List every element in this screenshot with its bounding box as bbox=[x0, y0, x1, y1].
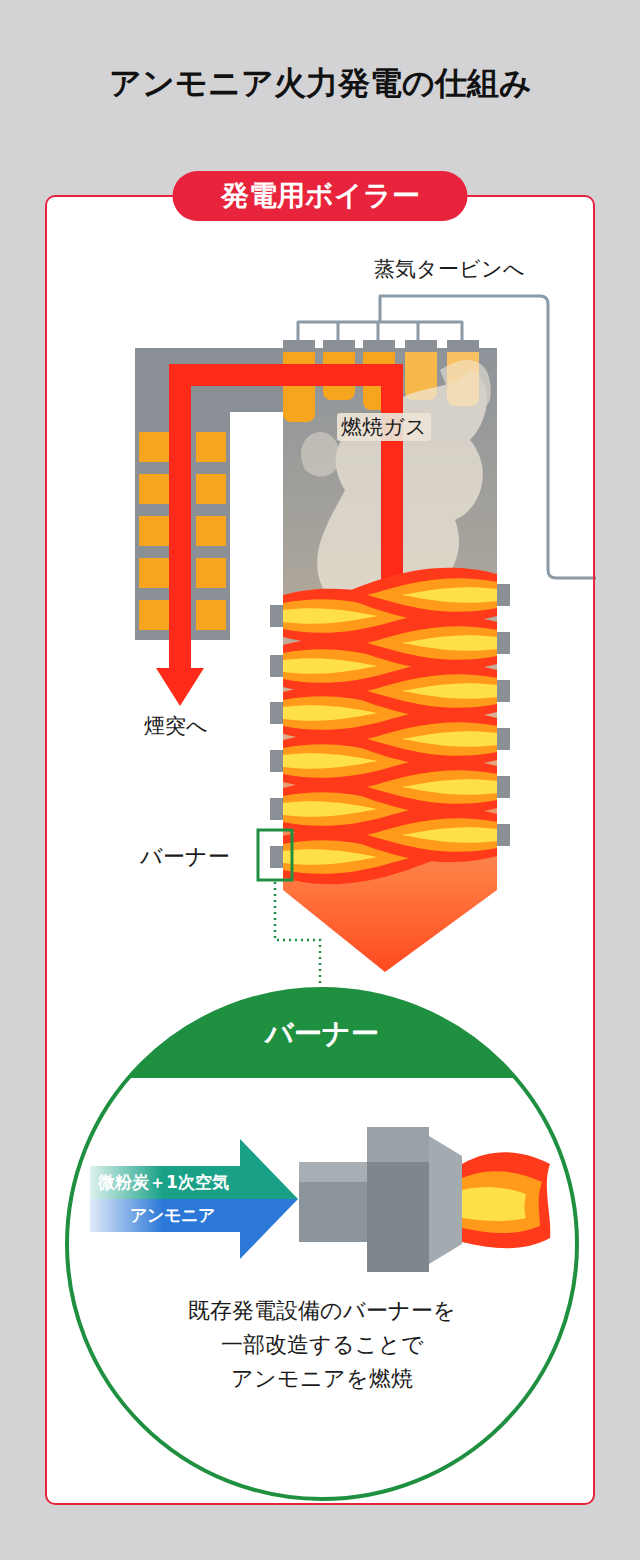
illustration-part bbox=[323, 340, 355, 352]
panel-heading: 発電用ボイラー bbox=[173, 171, 468, 221]
illustration-part bbox=[139, 474, 169, 504]
flames bbox=[283, 568, 497, 884]
flame bbox=[337, 712, 497, 766]
flame bbox=[337, 664, 497, 718]
nozzle-flame-inner bbox=[462, 1171, 542, 1233]
illustration-part bbox=[497, 824, 510, 846]
nozzle-flame-core bbox=[462, 1187, 526, 1221]
illustration-part bbox=[270, 702, 283, 724]
illustration-part bbox=[497, 632, 510, 654]
leader-line bbox=[275, 882, 320, 986]
flame bbox=[402, 731, 497, 747]
illustration-part bbox=[139, 516, 169, 546]
flame bbox=[283, 849, 378, 865]
flame bbox=[337, 568, 497, 622]
illustration-part bbox=[497, 584, 510, 606]
flame bbox=[367, 722, 497, 756]
flame bbox=[367, 674, 497, 708]
illustration-part bbox=[196, 558, 226, 588]
part-label: 煙突へ bbox=[144, 712, 208, 740]
flame bbox=[337, 808, 497, 862]
illustration-part bbox=[270, 846, 283, 868]
arrow-body bbox=[90, 1139, 298, 1199]
illustration-part bbox=[156, 668, 204, 706]
arrow-label: アンモニア bbox=[130, 1202, 215, 1228]
illustration-part bbox=[270, 605, 283, 627]
illustration-part bbox=[497, 728, 510, 750]
illustration-part bbox=[447, 340, 479, 352]
illustration-part bbox=[270, 655, 283, 677]
part-label: 蒸気タービンへ bbox=[374, 255, 525, 283]
burner-stubs bbox=[270, 584, 510, 868]
flame bbox=[367, 578, 497, 612]
flame bbox=[402, 635, 497, 651]
illustration-part bbox=[196, 516, 226, 546]
nozzle-highlight bbox=[299, 1162, 369, 1182]
flame bbox=[402, 683, 497, 699]
input-arrow: アンモニア bbox=[90, 1199, 298, 1259]
burner-highlight bbox=[258, 830, 292, 880]
illustration-part bbox=[139, 600, 169, 630]
nozzle-housing-top bbox=[367, 1127, 429, 1162]
arrow-label: 微粉炭＋1次空気 bbox=[98, 1169, 229, 1195]
illustration-part bbox=[405, 340, 437, 352]
illustration-part bbox=[497, 776, 510, 798]
flame bbox=[283, 801, 378, 817]
illustration-part bbox=[196, 474, 226, 504]
illustration-part bbox=[196, 432, 226, 462]
flame bbox=[367, 770, 497, 804]
arrow-body bbox=[90, 1199, 298, 1259]
illustration-part bbox=[196, 600, 226, 630]
flame bbox=[337, 760, 497, 814]
nozzle-body bbox=[299, 1162, 369, 1242]
flame bbox=[402, 827, 497, 843]
flame bbox=[367, 818, 497, 852]
flame bbox=[283, 705, 378, 721]
illustration-part bbox=[363, 340, 395, 352]
panel-ground bbox=[45, 195, 595, 1505]
illustration-part bbox=[270, 798, 283, 820]
nozzle-housing bbox=[367, 1127, 429, 1272]
illustration-part bbox=[270, 750, 283, 772]
illustration-part bbox=[440, 360, 491, 411]
circle-outline bbox=[64, 986, 580, 1502]
circle-border bbox=[67, 989, 577, 1499]
illustration-part bbox=[139, 558, 169, 588]
nozzle-flame bbox=[462, 1152, 550, 1248]
flame bbox=[402, 779, 497, 795]
part-label: バーナー bbox=[140, 843, 230, 871]
flame bbox=[283, 608, 378, 624]
illustration-part bbox=[139, 432, 169, 462]
input-arrow: 微粉炭＋1次空気 bbox=[90, 1139, 298, 1199]
illustration-part bbox=[283, 340, 315, 352]
nozzle-cone bbox=[429, 1136, 462, 1264]
illustration-part bbox=[283, 340, 479, 352]
illustration-part bbox=[301, 432, 340, 477]
circle-heading: バーナー bbox=[64, 1016, 580, 1052]
part-label: 燃焼ガス bbox=[337, 413, 431, 441]
flame bbox=[402, 587, 497, 603]
illustration-part bbox=[497, 680, 510, 702]
boiler-panel: 発電用ボイラーバーナー既存発電設備のバーナーを 一部改造することで アンモニアを… bbox=[45, 195, 595, 1505]
title: アンモニア火力発電の仕組み bbox=[0, 62, 640, 106]
flame bbox=[337, 616, 497, 670]
flame bbox=[367, 626, 497, 660]
flame bbox=[283, 753, 378, 769]
burner-detail-circle: バーナー既存発電設備のバーナーを 一部改造することで アンモニアを燃焼 微粉炭＋1… bbox=[64, 986, 580, 1502]
flame bbox=[283, 658, 378, 674]
circle-body: 既存発電設備のバーナーを 一部改造することで アンモニアを燃焼 bbox=[142, 1294, 502, 1396]
